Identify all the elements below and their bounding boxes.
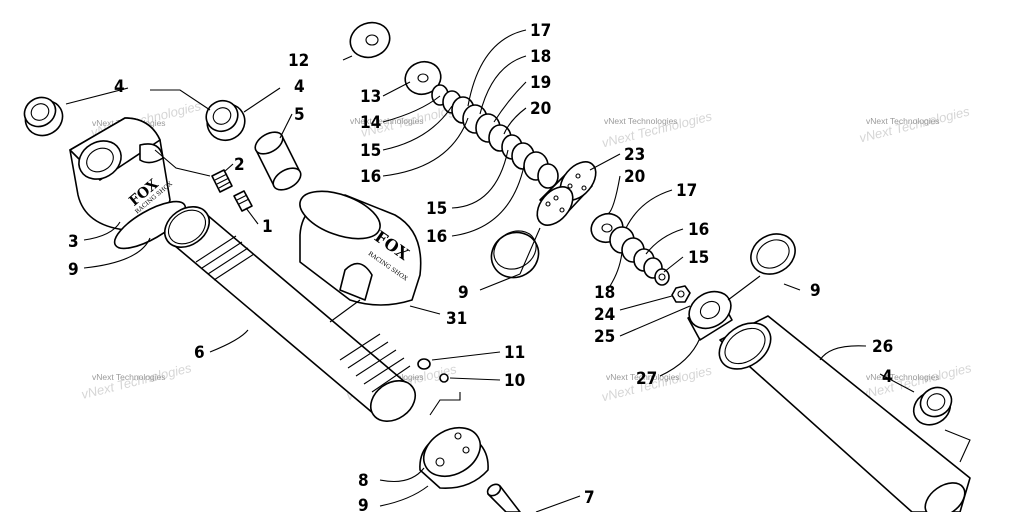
part-1-valve bbox=[233, 190, 253, 212]
part-8-bearing-cap bbox=[419, 426, 489, 489]
part-26-reservoir-body bbox=[718, 315, 971, 512]
callout-9: 9 bbox=[68, 260, 79, 280]
callout-labels: 4 4 5 2 1 3 9 6 12 13 14 15 16 17 18 19 … bbox=[68, 21, 893, 512]
callout-18: 18 bbox=[594, 283, 615, 303]
callout-4: 4 bbox=[114, 77, 125, 97]
callout-17: 17 bbox=[676, 181, 697, 201]
part-5-sleeve bbox=[254, 131, 302, 191]
part-9-seal-ring-center bbox=[490, 230, 540, 279]
watermark: vNext Technologies bbox=[92, 372, 166, 382]
callout-27: 27 bbox=[636, 369, 657, 389]
watermark: vNext Technologies bbox=[866, 116, 940, 126]
watermark: vNext Technologies bbox=[866, 372, 940, 382]
part-9-seal-ring-right bbox=[750, 233, 796, 275]
callout-6: 6 bbox=[194, 343, 205, 363]
part-3-eyelet-mount: FOX RACING SHOX bbox=[69, 117, 187, 250]
part-31-reservoir-cap: FOX RACING SHOX bbox=[299, 190, 422, 323]
callout-16: 16 bbox=[688, 220, 709, 240]
part-6-shock-body bbox=[163, 206, 417, 422]
callout-24: 24 bbox=[594, 305, 615, 325]
watermark: vNext Technologies bbox=[604, 116, 678, 126]
callout-11: 11 bbox=[504, 343, 525, 363]
callout-25: 25 bbox=[594, 327, 615, 347]
part-12-washer bbox=[349, 21, 391, 59]
callout-31: 31 bbox=[446, 309, 467, 329]
callout-16: 16 bbox=[426, 227, 447, 247]
callout-13: 13 bbox=[360, 87, 381, 107]
part-24-nut bbox=[671, 285, 691, 303]
callout-9: 9 bbox=[810, 281, 821, 301]
callout-15: 15 bbox=[688, 248, 709, 268]
part-7-bolt bbox=[486, 483, 521, 512]
callout-3: 3 bbox=[68, 232, 79, 252]
part-10-ball bbox=[439, 373, 449, 383]
callout-10: 10 bbox=[504, 371, 525, 391]
leader-lines bbox=[65, 29, 971, 512]
callout-12: 12 bbox=[288, 51, 309, 71]
part-4-bushing-upper-center bbox=[205, 99, 246, 142]
callout-14: 14 bbox=[360, 113, 381, 133]
watermark: vNext Technologies bbox=[606, 372, 680, 382]
part-27-seal-head bbox=[687, 290, 733, 341]
callout-18: 18 bbox=[530, 47, 551, 67]
watermark-ghost: vNext Technologies bbox=[600, 108, 714, 150]
part-4-bushing-upper-left bbox=[23, 96, 64, 137]
callout-7: 7 bbox=[584, 488, 595, 508]
callout-17: 17 bbox=[530, 21, 551, 41]
part-4-bushing-right bbox=[912, 386, 953, 426]
part-23-piston bbox=[536, 161, 597, 226]
callout-19: 19 bbox=[530, 73, 551, 93]
callout-20: 20 bbox=[530, 99, 551, 119]
callout-20: 20 bbox=[624, 167, 645, 187]
callout-8: 8 bbox=[358, 471, 369, 491]
callout-15: 15 bbox=[360, 141, 381, 161]
callout-9: 9 bbox=[358, 496, 369, 512]
callout-2: 2 bbox=[234, 155, 245, 175]
part-11-ball bbox=[417, 358, 431, 370]
callout-26: 26 bbox=[872, 337, 893, 357]
callout-1: 1 bbox=[262, 217, 273, 237]
callout-4: 4 bbox=[882, 367, 893, 387]
callout-23: 23 bbox=[624, 145, 645, 165]
callout-16: 16 bbox=[360, 167, 381, 187]
callout-9: 9 bbox=[458, 283, 469, 303]
callout-5: 5 bbox=[294, 105, 305, 125]
part-2-fitting bbox=[211, 169, 233, 193]
callout-15: 15 bbox=[426, 199, 447, 219]
shim-stack-upper bbox=[431, 84, 559, 189]
shim-stack-lower bbox=[590, 212, 670, 286]
callout-4: 4 bbox=[294, 77, 305, 97]
